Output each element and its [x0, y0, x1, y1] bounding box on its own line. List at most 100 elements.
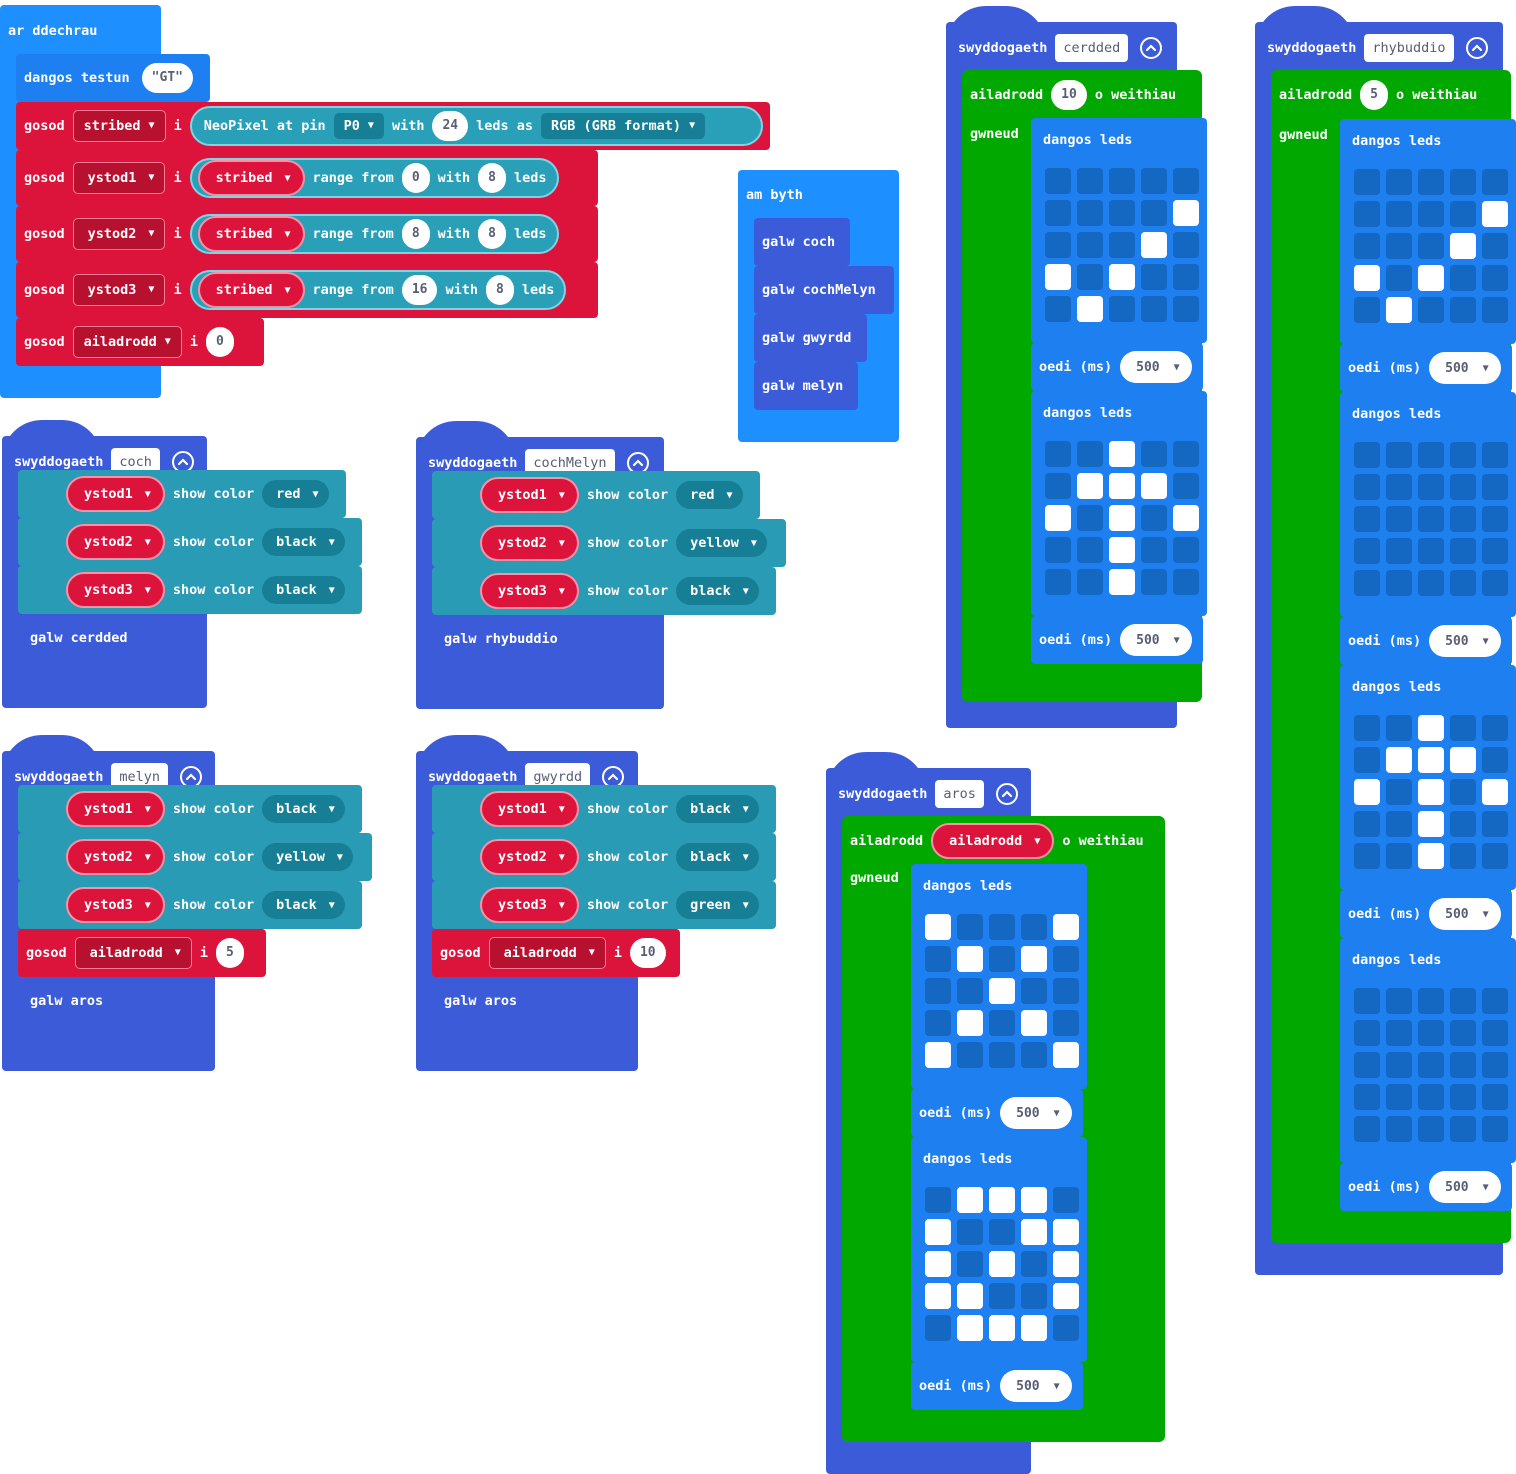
- led-off[interactable]: [957, 914, 983, 940]
- led-off[interactable]: [1418, 506, 1444, 532]
- led-off[interactable]: [1482, 265, 1508, 291]
- led-on[interactable]: [925, 1042, 951, 1068]
- led-off[interactable]: [1386, 169, 1412, 195]
- value-input[interactable]: 10: [629, 938, 666, 968]
- led-on[interactable]: [957, 1315, 983, 1341]
- led-off[interactable]: [1418, 169, 1444, 195]
- led-on[interactable]: [1450, 747, 1476, 773]
- repeat-count-input[interactable]: 5: [1360, 80, 1388, 110]
- led-off[interactable]: [1386, 1052, 1412, 1078]
- led-on[interactable]: [1021, 1010, 1047, 1036]
- led-on[interactable]: [925, 914, 951, 940]
- function-name-field[interactable]: rhybuddio: [1364, 34, 1454, 62]
- led-on[interactable]: [1354, 779, 1380, 805]
- led-off[interactable]: [1053, 1187, 1079, 1213]
- color-dropdown[interactable]: red▼: [676, 481, 743, 509]
- led-off[interactable]: [1141, 441, 1167, 467]
- led-on[interactable]: [1141, 473, 1167, 499]
- led-off[interactable]: [1450, 570, 1476, 596]
- led-off[interactable]: [1450, 811, 1476, 837]
- led-off[interactable]: [957, 1042, 983, 1068]
- led-off[interactable]: [1450, 715, 1476, 741]
- led-off[interactable]: [1482, 1052, 1508, 1078]
- led-off[interactable]: [1109, 296, 1135, 322]
- call-block[interactable]: [432, 977, 542, 1025]
- repeat-count-variable[interactable]: ailadrodd▼: [931, 823, 1055, 859]
- led-off[interactable]: [1021, 1042, 1047, 1068]
- led-off[interactable]: [1021, 1251, 1047, 1277]
- led-off[interactable]: [989, 1042, 1015, 1068]
- range-count-input[interactable]: 8: [485, 275, 514, 305]
- led-off[interactable]: [1482, 169, 1508, 195]
- led-on[interactable]: [925, 1283, 951, 1309]
- led-off[interactable]: [1141, 537, 1167, 563]
- led-grid[interactable]: [1354, 169, 1508, 323]
- led-off[interactable]: [1386, 442, 1412, 468]
- led-on[interactable]: [1077, 296, 1103, 322]
- led-off[interactable]: [1482, 1116, 1508, 1142]
- led-off[interactable]: [1354, 538, 1380, 564]
- led-off[interactable]: [1418, 988, 1444, 1014]
- led-on[interactable]: [1482, 779, 1508, 805]
- led-off[interactable]: [1173, 537, 1199, 563]
- range-variable[interactable]: ystod3▼: [66, 572, 165, 608]
- led-off[interactable]: [1354, 1116, 1380, 1142]
- led-off[interactable]: [1418, 1020, 1444, 1046]
- led-off[interactable]: [1482, 715, 1508, 741]
- led-off[interactable]: [1141, 296, 1167, 322]
- led-on[interactable]: [1141, 232, 1167, 258]
- pause-dropdown[interactable]: 500▼: [1000, 1097, 1072, 1129]
- led-off[interactable]: [1418, 201, 1444, 227]
- led-off[interactable]: [1045, 168, 1071, 194]
- led-off[interactable]: [1354, 201, 1380, 227]
- led-off[interactable]: [1386, 715, 1412, 741]
- led-off[interactable]: [1418, 570, 1444, 596]
- led-off[interactable]: [1386, 1116, 1412, 1142]
- led-off[interactable]: [1141, 505, 1167, 531]
- led-off[interactable]: [1045, 473, 1071, 499]
- led-off[interactable]: [1021, 914, 1047, 940]
- range-variable[interactable]: ystod3▼: [480, 573, 579, 609]
- led-grid[interactable]: [925, 1187, 1079, 1341]
- range-variable[interactable]: ystod1▼: [480, 791, 579, 827]
- led-off[interactable]: [1386, 570, 1412, 596]
- led-off[interactable]: [1386, 265, 1412, 291]
- led-grid[interactable]: [1045, 168, 1199, 322]
- value-input[interactable]: 5: [215, 938, 244, 968]
- led-on[interactable]: [1418, 843, 1444, 869]
- pause-dropdown[interactable]: 500▼: [1120, 624, 1192, 656]
- call-melyn[interactable]: [754, 362, 858, 410]
- led-on[interactable]: [989, 1187, 1015, 1213]
- led-grid[interactable]: [1045, 441, 1199, 595]
- led-off[interactable]: [1450, 538, 1476, 564]
- led-off[interactable]: [1354, 1084, 1380, 1110]
- led-grid[interactable]: [1354, 442, 1508, 596]
- range-variable[interactable]: ystod2▼: [66, 524, 165, 560]
- led-count[interactable]: 24: [432, 111, 469, 141]
- led-off[interactable]: [1386, 1084, 1412, 1110]
- function-name-field[interactable]: aros: [935, 780, 984, 808]
- led-on[interactable]: [1109, 537, 1135, 563]
- led-off[interactable]: [1482, 297, 1508, 323]
- led-off[interactable]: [1354, 442, 1380, 468]
- pause-dropdown[interactable]: 500▼: [1429, 352, 1501, 384]
- led-off[interactable]: [1053, 1315, 1079, 1341]
- led-off[interactable]: [1450, 474, 1476, 500]
- led-off[interactable]: [1482, 570, 1508, 596]
- led-off[interactable]: [1482, 811, 1508, 837]
- pause-dropdown[interactable]: 500▼: [1120, 351, 1192, 383]
- led-on[interactable]: [1482, 201, 1508, 227]
- led-off[interactable]: [1386, 538, 1412, 564]
- led-grid[interactable]: [1354, 715, 1508, 869]
- led-off[interactable]: [1045, 200, 1071, 226]
- led-off[interactable]: [957, 1219, 983, 1245]
- led-on[interactable]: [1053, 914, 1079, 940]
- range-from-input[interactable]: 8: [401, 219, 430, 249]
- color-dropdown[interactable]: yellow▼: [676, 529, 767, 557]
- led-grid[interactable]: [1354, 988, 1508, 1142]
- collapse-icon[interactable]: [995, 783, 1018, 805]
- led-on[interactable]: [989, 978, 1015, 1004]
